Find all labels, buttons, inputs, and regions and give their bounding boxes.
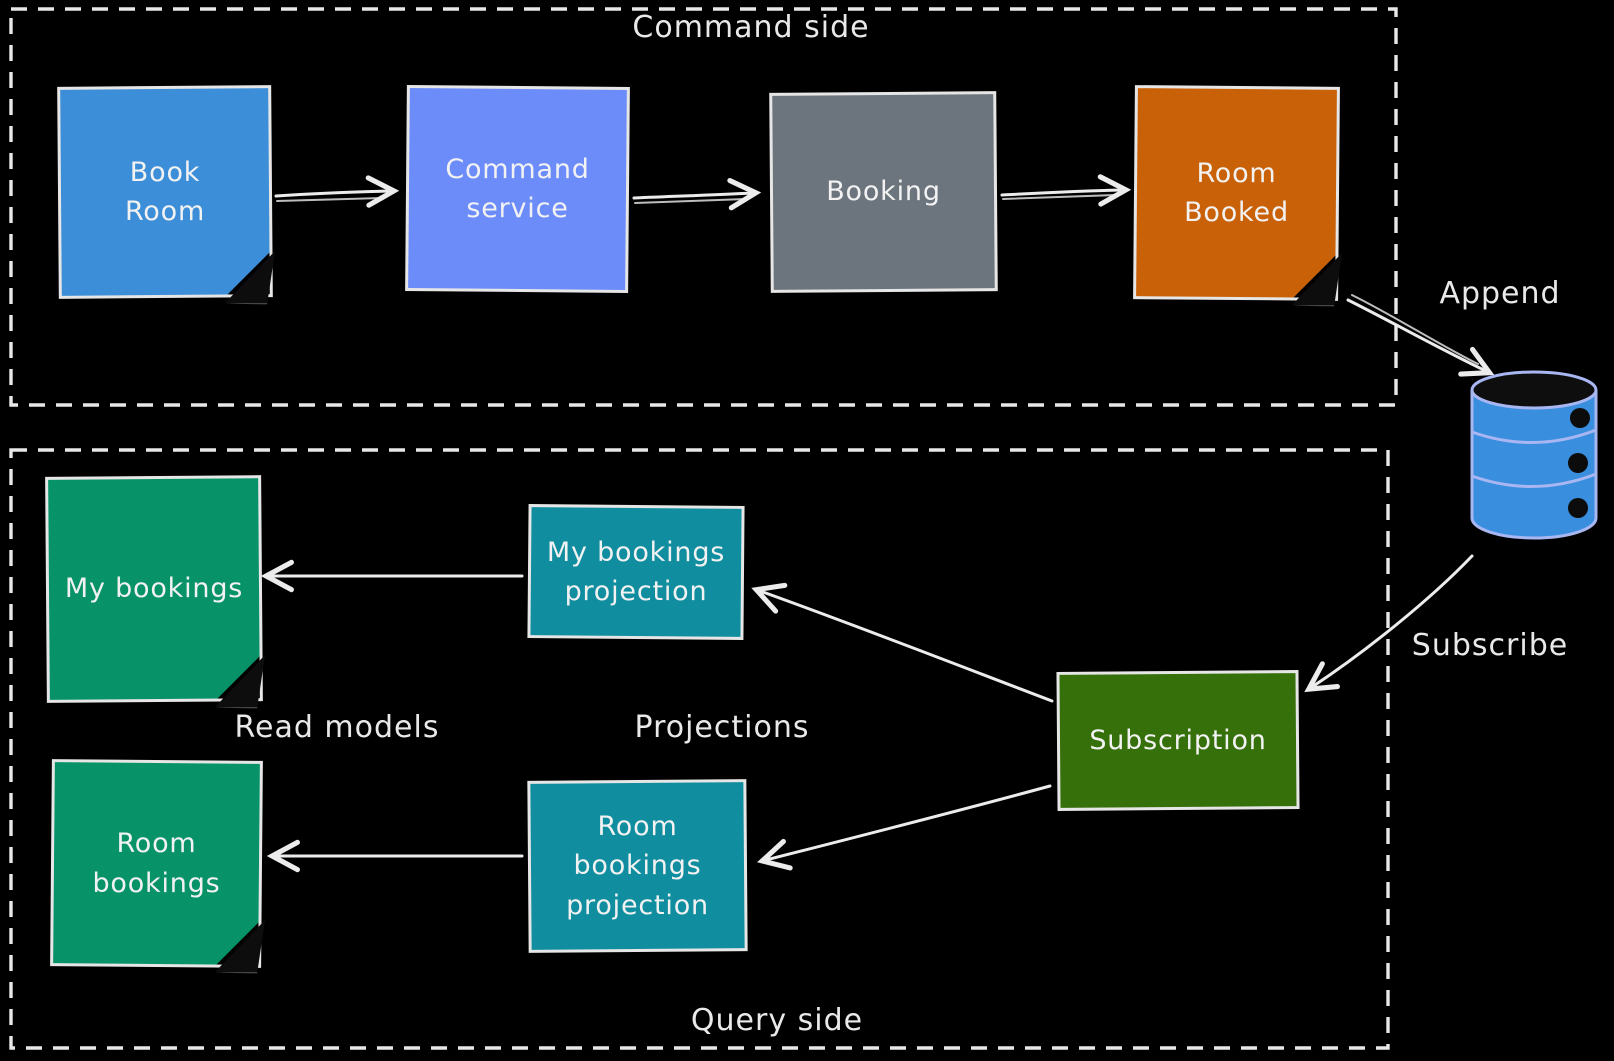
arrow-booking-to-room-booked xyxy=(1000,174,1132,207)
arrow-sketch-double-2 xyxy=(634,198,747,204)
arrow-subscription-to-room-bookings-projection xyxy=(757,784,1052,871)
append-label: Append xyxy=(1439,276,1561,311)
event-store-hole xyxy=(1570,408,1590,428)
arrow-command-service-to-booking xyxy=(632,177,762,211)
node-my-bookings: My bookings xyxy=(45,475,265,707)
node-room-bookings-projection-fill xyxy=(530,782,745,950)
node-book-room-label: Book Room xyxy=(124,156,206,227)
arrow-subscription-to-my-bookings-projection xyxy=(751,582,1054,703)
node-subscription-fill xyxy=(1059,673,1297,808)
node-room-booked-label: Room Booked xyxy=(1184,157,1289,228)
query-side-title: Query side xyxy=(690,1003,864,1038)
node-my-bookings-projection: My bookings projection xyxy=(527,504,745,640)
node-command-service-label: Command service xyxy=(445,153,590,224)
projections-label: Projections xyxy=(634,710,810,745)
node-my-bookings-projection-fill xyxy=(530,507,742,637)
node-room-bookings-label: Room bookings xyxy=(92,828,221,899)
event-store-hole xyxy=(1568,498,1588,518)
database-cylinder-icon xyxy=(1470,370,1598,540)
node-room-booked: Room Booked xyxy=(1133,85,1342,305)
node-room-bookings-projection-label: Room bookings projection xyxy=(566,811,709,921)
command-side-title: Command side xyxy=(632,10,870,45)
node-room-bookings-fill xyxy=(53,762,260,965)
event-store-opening xyxy=(1470,370,1598,410)
subscribe-label: Subscribe xyxy=(1411,628,1569,663)
arrow-book-room-to-command-service xyxy=(274,175,400,208)
event-store-separator xyxy=(1471,472,1597,488)
node-command-service-fill xyxy=(408,88,627,290)
event-store-hole xyxy=(1568,453,1588,473)
node-subscription-label: Subscription xyxy=(1089,724,1267,756)
node-my-bookings-fill xyxy=(48,478,260,700)
node-book-room: Book Room xyxy=(57,85,275,303)
node-booking-fill xyxy=(772,94,995,290)
event-store-separator xyxy=(1471,428,1597,444)
node-booking-label: Booking xyxy=(826,176,941,208)
node-my-bookings-projection-label: My bookings projection xyxy=(546,536,726,607)
node-room-bookings-projection: Room bookings projection xyxy=(527,779,748,953)
node-room-booked-fill xyxy=(1136,88,1337,298)
arrow-sketch-double-1 xyxy=(276,197,385,202)
node-subscription: Subscription xyxy=(1056,670,1300,811)
node-my-bookings-label: My bookings xyxy=(64,573,244,605)
node-command-service: Command service xyxy=(405,85,630,293)
arrow-event-store-to-subscription xyxy=(1304,554,1474,693)
node-booking: Booking xyxy=(769,91,998,293)
read-models-label: Read models xyxy=(234,710,440,745)
node-book-room-fill xyxy=(60,88,270,296)
node-room-bookings: Room bookings xyxy=(50,759,265,972)
event-store-body xyxy=(1470,390,1598,540)
arrow-sketch-double-3 xyxy=(1002,194,1117,200)
